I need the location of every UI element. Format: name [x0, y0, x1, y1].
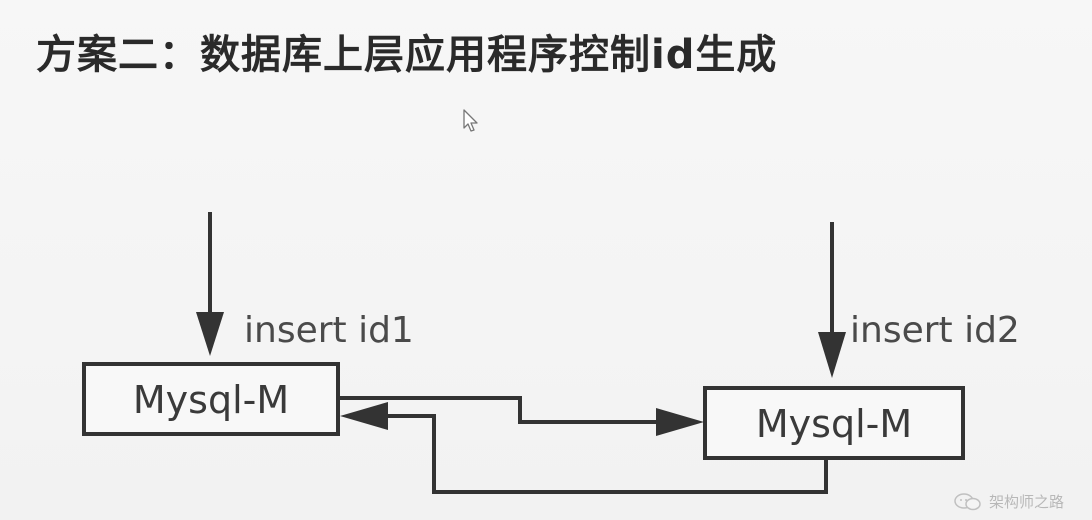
left-node-label: Mysql-M [133, 378, 289, 422]
watermark-text: 架构师之路 [988, 493, 1064, 511]
right-input-arrow [818, 222, 846, 378]
wechat-icon [954, 492, 981, 510]
replication-arrow-left-to-right [338, 396, 704, 436]
slide-title: 方案二：数据库上层应用程序控制id生成 [36, 32, 778, 78]
left-insert-label: insert id1 [244, 310, 414, 351]
right-insert-label: insert id2 [850, 310, 1020, 351]
left-mysql-node: Mysql-M [82, 362, 340, 436]
left-input-arrow [196, 212, 224, 356]
watermark: 架构师之路 [953, 491, 1064, 512]
right-node-label: Mysql-M [756, 402, 912, 446]
right-mysql-node: Mysql-M [703, 386, 965, 460]
mouse-pointer-icon [463, 109, 478, 132]
replication-arrow-right-to-left [340, 402, 828, 494]
